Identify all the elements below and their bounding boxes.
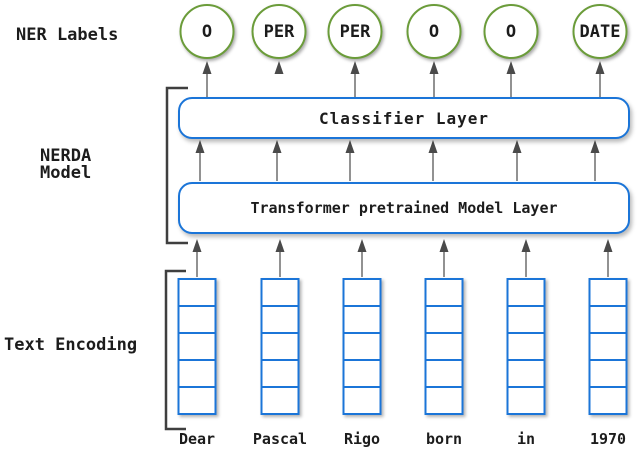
encoding-cell (588, 278, 628, 307)
encoding-cell (260, 332, 300, 361)
encoding-column-1 (260, 278, 300, 415)
arrow-head (595, 61, 605, 74)
encoding-cell (342, 305, 382, 334)
nerda-model-bracket (165, 86, 188, 245)
arrow-head (521, 239, 531, 252)
ner-label-circle-o-0: O (179, 4, 235, 59)
token-in: in (516, 430, 536, 448)
token-pascal: Pascal (252, 430, 308, 448)
arrow-head (439, 239, 449, 252)
flow-arrows (192, 61, 613, 277)
ner-labels-label: NER Labels (16, 25, 119, 45)
arrow-head (357, 239, 367, 252)
encoding-cell (506, 359, 546, 388)
ner-label-circle-per-2: PER (327, 4, 383, 59)
encoding-column-0 (177, 278, 217, 415)
encoding-cell (342, 359, 382, 388)
encoding-cell (342, 332, 382, 361)
encoding-cell (506, 386, 546, 415)
encoding-cell (506, 305, 546, 334)
arrow-head (195, 140, 205, 153)
arrow-head (275, 239, 285, 252)
encoding-cell (588, 359, 628, 388)
arrow-head (272, 140, 282, 153)
arrow-head (350, 61, 360, 74)
encoding-cell (177, 305, 217, 334)
encoding-column-5 (588, 278, 628, 415)
nerda-model-label: NERDA Model (40, 146, 92, 183)
classifier-layer-title: Classifier Layer (318, 108, 490, 128)
encoding-cell (424, 305, 464, 334)
arrow-head (512, 140, 522, 153)
encoding-cell (506, 278, 546, 307)
ner-label-circle-date-5: DATE (572, 4, 628, 59)
arrow-head (590, 140, 600, 153)
transformer-layer-title: Transformer pretrained Model Layer (250, 199, 558, 217)
encoding-cell (177, 332, 217, 361)
encoding-cell (177, 386, 217, 415)
encoding-cell (424, 278, 464, 307)
classifier-layer-box: Classifier Layer (178, 97, 630, 139)
encoding-column-3 (424, 278, 464, 415)
encoding-cell (177, 359, 217, 388)
arrow-head (192, 239, 202, 252)
arrow-head (506, 61, 516, 74)
arrow-head (345, 140, 355, 153)
token-1970: 1970 (589, 430, 627, 448)
encoding-cell (588, 332, 628, 361)
ner-label-circle-per-1: PER (251, 4, 307, 59)
encoding-cell (588, 305, 628, 334)
encoding-cell (424, 332, 464, 361)
arrow-head (274, 61, 284, 74)
encoding-cell (342, 386, 382, 415)
arrow-head (202, 61, 212, 74)
encoding-cell (506, 332, 546, 361)
encoding-column-4 (506, 278, 546, 415)
token-born: born (425, 430, 463, 448)
encoding-cell (260, 305, 300, 334)
section-brackets (164, 86, 188, 431)
encoding-cell (260, 386, 300, 415)
text-encoding-bracket (164, 269, 186, 431)
text-encoding-label: Text Encoding (4, 335, 138, 355)
transformer-layer-box: Transformer pretrained Model Layer (178, 182, 630, 234)
ner-label-circle-o-4: O (483, 4, 539, 59)
token-dear: Dear (178, 430, 216, 448)
encoding-cell (177, 278, 217, 307)
encoding-cell (424, 359, 464, 388)
ner-label-circle-o-3: O (406, 4, 462, 59)
encoding-cell (342, 278, 382, 307)
encoding-cell (424, 386, 464, 415)
encoding-column-2 (342, 278, 382, 415)
token-rigo: Rigo (343, 430, 381, 448)
arrow-head (603, 239, 613, 252)
arrow-head (429, 61, 439, 74)
arrow-head (428, 140, 438, 153)
encoding-cell (260, 359, 300, 388)
encoding-cell (260, 278, 300, 307)
encoding-cell (588, 386, 628, 415)
